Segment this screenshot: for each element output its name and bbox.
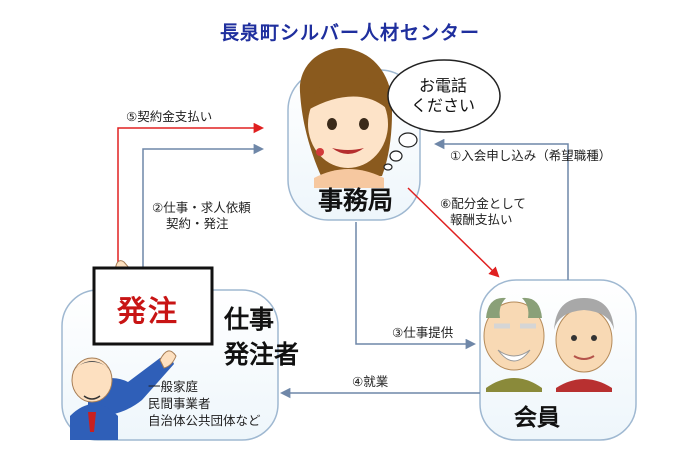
speech-bubble <box>383 59 501 171</box>
flow-label-membership: ①入会申し込み（希望職種） <box>450 148 612 163</box>
member-label: 会員 <box>514 405 560 431</box>
arrow-reward-distribution <box>407 187 500 278</box>
client-type-item: 民間事業者 <box>148 396 211 411</box>
member-illustration <box>483 297 614 392</box>
client-label-line2: 発注者 <box>224 340 300 369</box>
client-illustration <box>70 260 214 440</box>
office-label: 事務局 <box>318 186 394 215</box>
flow-label-reward-line2: 報酬支払い <box>450 212 513 227</box>
arrow-request-order <box>142 143 265 278</box>
flow-label-employment: ④就業 <box>352 374 389 389</box>
client-type-item: 自治体公共団体など <box>148 413 261 428</box>
flow-label-request: ②仕事・求人依頼 契約・発注 <box>152 200 251 232</box>
client-label: 仕事 発注者 <box>224 302 299 372</box>
order-sign-text: 発注 <box>116 294 179 328</box>
flow-label-request-line1: ②仕事・求人依頼 <box>152 200 251 215</box>
diagram-title: 長泉町シルバー人材センター <box>219 22 480 44</box>
arrow-contract-payment <box>117 122 265 270</box>
flow-label-reward: ⑥配分金として 報酬支払い <box>440 196 526 228</box>
flow-label-reward-line1: ⑥配分金として <box>440 196 526 211</box>
client-type-item: 一般家庭 <box>148 379 199 394</box>
office-staff-illustration <box>299 47 393 188</box>
flow-label-job-offer: ③仕事提供 <box>392 325 454 340</box>
flow-label-request-line2: 契約・発注 <box>166 216 229 231</box>
flow-label-contract-payment: ⑤契約金支払い <box>126 109 213 124</box>
arrow-job-offer <box>355 222 477 350</box>
speech-bubble-line1: お電話 <box>418 76 467 95</box>
client-label-line1: 仕事 <box>224 305 275 334</box>
client-types-list: 一般家庭 民間事業者 自治体公共団体など <box>148 378 261 429</box>
order-sign-board <box>92 266 214 346</box>
speech-bubble-text: お電話 ください <box>392 76 494 116</box>
arrow-membership-application <box>433 138 569 280</box>
speech-bubble-line2: ください <box>410 96 475 115</box>
